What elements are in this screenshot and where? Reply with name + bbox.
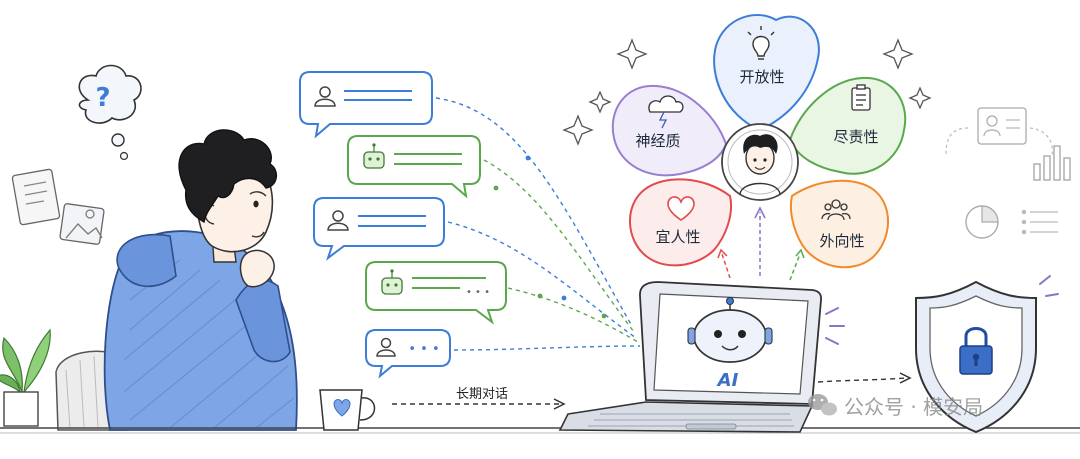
security-shield-icon bbox=[915, 280, 1037, 434]
pie-chart-icon bbox=[965, 205, 999, 239]
trait-openness: 开放性 bbox=[713, 14, 820, 132]
typing-dots: • • • bbox=[408, 342, 439, 357]
conversation-flow-lines bbox=[435, 97, 641, 351]
ai-screen-label: AI bbox=[716, 370, 739, 391]
robot-icon bbox=[363, 143, 385, 169]
trait-neuroticism-label: 神经质 bbox=[635, 132, 680, 150]
trait-agreeableness-label: 宜人性 bbox=[655, 228, 700, 246]
watermark-text: 公众号 · 模安局 bbox=[844, 395, 983, 419]
robot-icon bbox=[381, 269, 403, 295]
typing-dots: • • • bbox=[466, 287, 490, 298]
chat-bubble-user bbox=[313, 197, 445, 261]
question-mark: ? bbox=[95, 83, 110, 113]
user-icon bbox=[376, 337, 396, 357]
personality-avatar bbox=[721, 123, 799, 201]
watermark: 公众号 · 模安局 bbox=[808, 394, 983, 419]
trait-openness-label: 开放性 bbox=[739, 68, 784, 86]
trait-extraversion: 外向性 bbox=[790, 179, 889, 269]
storm-cloud-icon bbox=[648, 95, 684, 129]
trait-flow-arrows bbox=[721, 212, 801, 281]
trait-conscientiousness: 尽责性 bbox=[788, 76, 907, 175]
long-conversation-label: 长期对话 bbox=[456, 387, 508, 402]
chat-bubbles: • • • • • • bbox=[299, 71, 507, 379]
chat-bubble-bot: • • • bbox=[365, 261, 507, 325]
long-conversation-arrow: 长期对话 bbox=[392, 387, 566, 410]
image-icon bbox=[59, 203, 105, 245]
profile-card-icon bbox=[977, 107, 1027, 145]
user-icon bbox=[327, 210, 349, 231]
thought-bubble: ? bbox=[78, 64, 142, 161]
document-icon bbox=[11, 168, 61, 226]
coffee-mug-icon bbox=[319, 389, 376, 431]
ai-robot-icon: AI bbox=[687, 297, 773, 391]
trait-extraversion-label: 外向性 bbox=[819, 232, 864, 250]
checklist-icon bbox=[851, 84, 871, 111]
trait-agreeableness: 宜人性 bbox=[629, 178, 732, 267]
lightbulb-icon bbox=[747, 26, 775, 60]
trait-conscientiousness-label: 尽责性 bbox=[833, 128, 878, 146]
people-group-icon bbox=[821, 199, 851, 221]
wechat-icon bbox=[808, 394, 837, 416]
trait-neuroticism: 神经质 bbox=[611, 84, 728, 177]
chat-bubble-user bbox=[299, 71, 433, 139]
personality-flower: 开放性 尽责性 外向性 宜人性 bbox=[611, 14, 907, 269]
heart-icon bbox=[667, 196, 695, 221]
potted-plant-icon bbox=[0, 328, 51, 427]
hair bbox=[178, 129, 277, 224]
data-profile-panel bbox=[817, 107, 1071, 434]
user-icon bbox=[314, 86, 336, 107]
bar-chart-icon bbox=[1033, 145, 1071, 181]
chat-bubble-bot bbox=[347, 135, 481, 199]
padlock-icon bbox=[959, 327, 993, 375]
chat-bubble-user-typing: • • • bbox=[365, 329, 451, 379]
sparkle-icons bbox=[562, 38, 932, 146]
list-lines-icon bbox=[1021, 209, 1058, 235]
thinking-person: ? bbox=[0, 64, 1080, 434]
laptop: AI bbox=[558, 281, 822, 433]
